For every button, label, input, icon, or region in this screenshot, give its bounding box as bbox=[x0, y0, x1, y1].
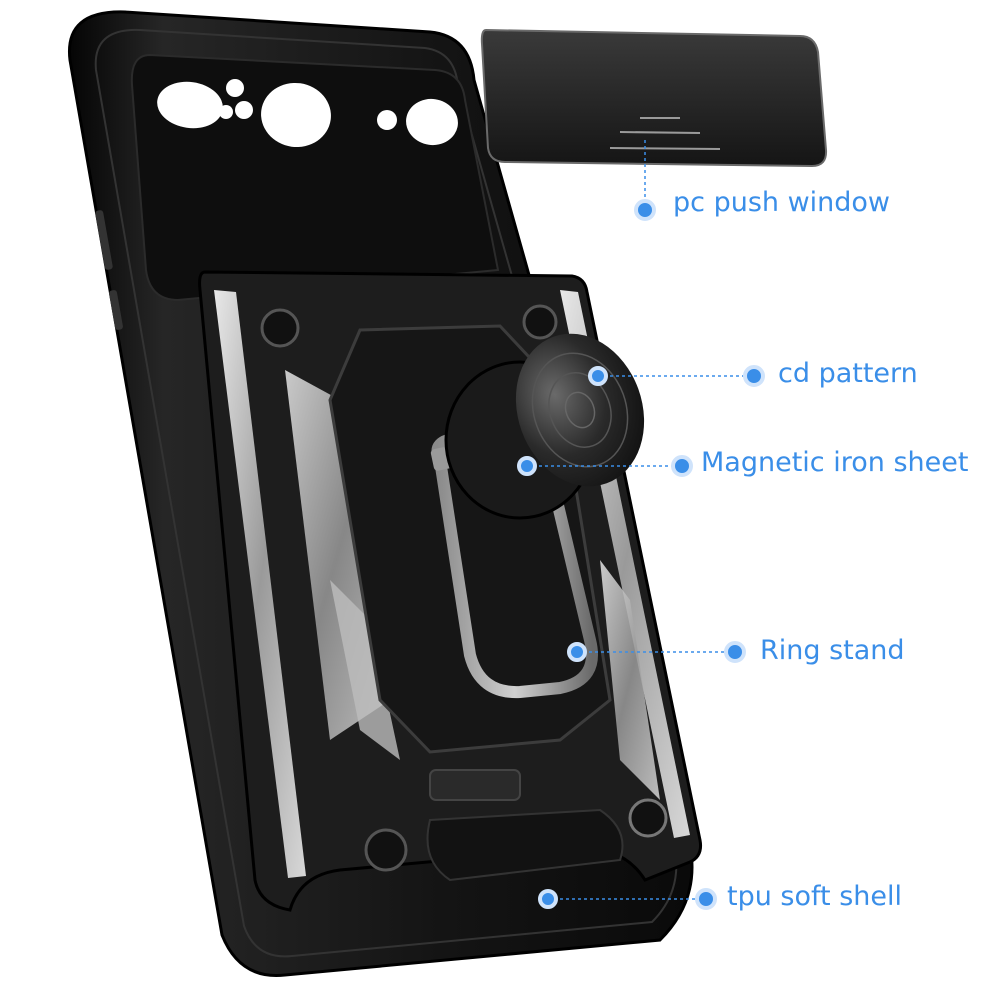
cd-pattern-disc bbox=[444, 333, 645, 520]
callout-label-tpu-soft-shell: tpu soft shell bbox=[727, 881, 902, 912]
pc-push-window-part bbox=[480, 28, 828, 168]
callout-label-magnetic-iron-sheet: Magnetic iron sheet bbox=[701, 447, 969, 478]
callout-label-pc-push-window: pc push window bbox=[673, 187, 891, 218]
callout-leaders bbox=[517, 140, 765, 910]
callout-label-cd-pattern: cd pattern bbox=[778, 358, 918, 389]
camera-cutout-bar bbox=[130, 53, 500, 302]
callout-label-ring-stand: Ring stand bbox=[760, 635, 905, 666]
